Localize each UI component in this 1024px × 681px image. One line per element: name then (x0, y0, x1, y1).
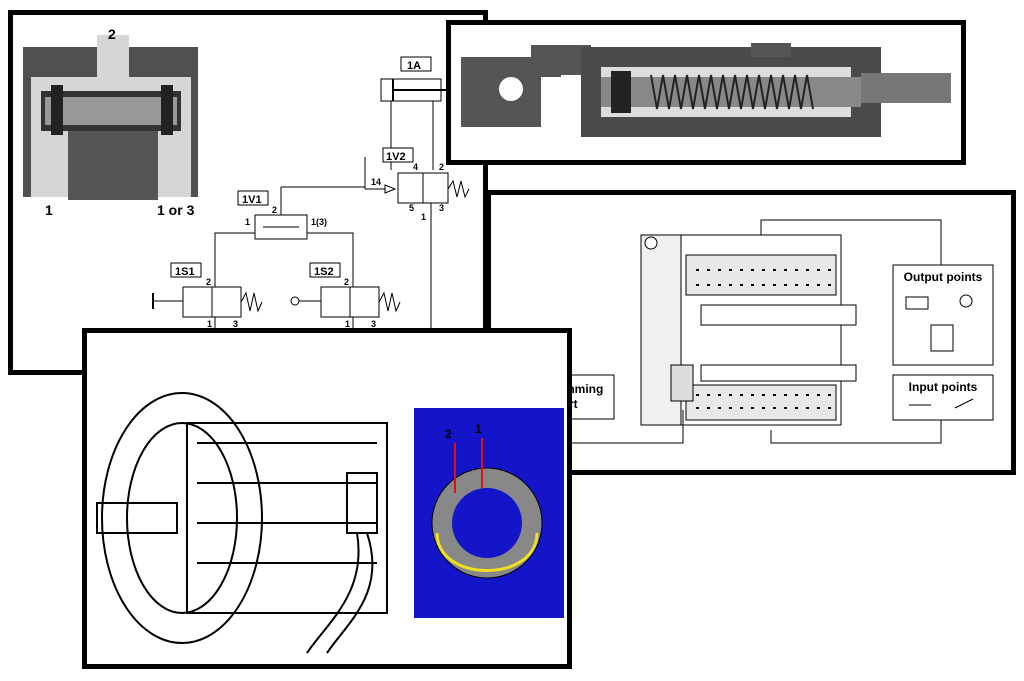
shuttle-port-1-3: 1(3) (311, 217, 327, 227)
port-5: 5 (409, 203, 414, 213)
tag-1v2: 1V2 (386, 151, 406, 163)
tag-box-1a (400, 56, 432, 72)
shuttle-valve-section (23, 35, 198, 200)
induction-motor-illustration (96, 392, 388, 654)
port-label-top: 2 (108, 26, 116, 42)
shuttle-port-1: 1 (245, 217, 250, 227)
motor-icon (905, 296, 929, 310)
port-label-right: 1 or 3 (157, 202, 195, 218)
1s1-port-1: 1 (207, 319, 212, 329)
port-2: 2 (439, 162, 444, 172)
input-points-label: Input points (909, 380, 978, 394)
output-points-box (892, 264, 994, 366)
red-coil (454, 438, 483, 493)
tag-box-1s2 (309, 262, 341, 278)
terminal-1-label: 1 (475, 422, 482, 436)
yellow-coil (435, 532, 539, 572)
tag-1s2: 1S2 (314, 266, 334, 278)
1s1-port-2: 2 (206, 277, 211, 287)
lamp-icon (959, 294, 973, 308)
tag-1v1: 1V1 (242, 194, 262, 206)
port-label-left: 1 (45, 202, 53, 218)
pneumatic-circuit-panel: 2 1 1 or 3 1A 1V2 14 4 2 5 1 3 1V1 2 1 1… (8, 10, 488, 375)
plc-panel: Programming port Output points Input poi… (486, 190, 1016, 475)
1s2-port-3: 3 (371, 319, 376, 329)
tag-1a: 1A (407, 60, 421, 72)
stator-rings (431, 467, 543, 579)
port-3: 3 (439, 203, 444, 213)
tag-box-1s1 (170, 262, 202, 278)
1s2-port-1: 1 (345, 319, 350, 329)
mixer-tank-icon (930, 324, 954, 352)
terminal-2-label: 2 (445, 427, 452, 441)
port-4: 4 (413, 162, 418, 172)
pneumatic-circuit-drawing: 2 1 1 or 3 1A 1V2 14 4 2 5 1 3 1V1 2 1 1… (23, 26, 470, 355)
tag-1s1: 1S1 (175, 266, 195, 278)
shuttle-port-2: 2 (272, 205, 277, 215)
cylinder-cutaway-drawing (461, 43, 951, 137)
port-1: 1 (421, 212, 426, 222)
input-points-box (892, 374, 994, 421)
tag-box-1v2 (382, 147, 414, 163)
tag-box-1v1 (237, 190, 269, 206)
cylinder-section-panel (446, 20, 966, 165)
switch-icons (909, 398, 974, 409)
1s2-port-2: 2 (344, 277, 349, 287)
output-points-label: Output points (904, 270, 983, 284)
port-14: 14 (371, 177, 381, 187)
motor-drawing: 2 1 (96, 392, 564, 654)
1s1-port-3: 3 (233, 319, 238, 329)
plc-unit (640, 234, 857, 426)
motor-panel: 2 1 (82, 328, 572, 669)
